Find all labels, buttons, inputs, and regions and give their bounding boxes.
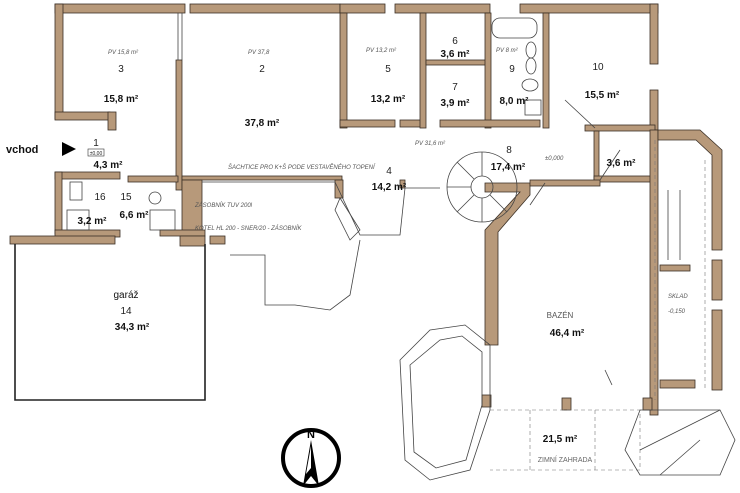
- room-6-area: 3,6 m²: [441, 49, 471, 60]
- room-5-number: 5: [385, 64, 391, 75]
- garage-area: 34,3 m²: [115, 322, 150, 333]
- boiler-note-2: KOTEL HL 200 - SNER/20 - ZÁSOBNÍK: [195, 225, 302, 232]
- room-5-area: 13,2 m²: [371, 94, 406, 105]
- room-10-number: 10: [592, 62, 604, 73]
- room-10-area: 15,5 m²: [585, 90, 620, 101]
- boiler-note: ZÁSOBNÍK TUV 200l: [194, 202, 253, 209]
- room-9-area: 8,0 m²: [500, 96, 530, 107]
- room-3-number: 3: [118, 64, 124, 75]
- room-4-number: 4: [386, 166, 392, 177]
- room-15-number: 15: [120, 192, 132, 203]
- walls: [9, 3, 723, 416]
- room-16-number: 16: [94, 192, 106, 203]
- north-arrow: [281, 428, 341, 488]
- room-8-number: 8: [506, 145, 512, 156]
- interior-lines: [66, 13, 736, 481]
- entrance-arrow-icon: [62, 142, 76, 156]
- room-7-number: 7: [452, 82, 458, 93]
- garage-outline: [14, 244, 206, 401]
- storage-label: SKLAD: [668, 294, 688, 300]
- level-mark: ±0,000: [545, 156, 564, 162]
- room-7-area: 3,9 m²: [441, 98, 471, 109]
- room-9-note: PV 8 m²: [496, 48, 519, 54]
- room-1-area: 4,3 m²: [94, 160, 124, 171]
- room-9-number: 9: [509, 64, 515, 75]
- room-3-area: 15,8 m²: [104, 94, 139, 105]
- room-2-number: 2: [259, 64, 265, 75]
- room-2-note: PV 37,8: [248, 50, 270, 56]
- room-16-area: 3,2 m²: [78, 216, 108, 227]
- chimney-note: ŠACHTICE PRO K+Š PODE VESTAVĚNÉHO TOPENÍ: [228, 163, 376, 171]
- room-1-level: ±0,00: [90, 151, 103, 157]
- pool-name: BAZÉN: [547, 311, 574, 320]
- room-15-area: 6,6 m²: [120, 210, 150, 221]
- entrance-label: vchod: [6, 144, 38, 156]
- room-storage-area: 3,6 m²: [607, 158, 637, 169]
- winter-garden-name: ZIMNÍ ZAHRADA: [538, 455, 593, 464]
- garage-number: 14: [120, 306, 132, 317]
- room-2-area: 37,8 m²: [245, 118, 280, 129]
- room-8-area: 17,4 m²: [491, 162, 526, 173]
- winter-garden-area: 21,5 m²: [543, 434, 578, 445]
- pool-area: 46,4 m²: [550, 328, 585, 339]
- room-1-number: 1: [93, 138, 99, 149]
- garage-name: garáž: [113, 290, 138, 301]
- room-6-number: 6: [452, 36, 458, 47]
- room-4-area: 14,2 m²: [372, 182, 407, 193]
- room-8-note: PV 31,6 m²: [415, 141, 446, 147]
- storage-level: -0,150: [668, 309, 686, 315]
- north-label: N: [307, 429, 315, 441]
- room-5-note: PV 13,2 m²: [366, 48, 397, 54]
- room-3-note: PV 15,8 m²: [108, 50, 139, 56]
